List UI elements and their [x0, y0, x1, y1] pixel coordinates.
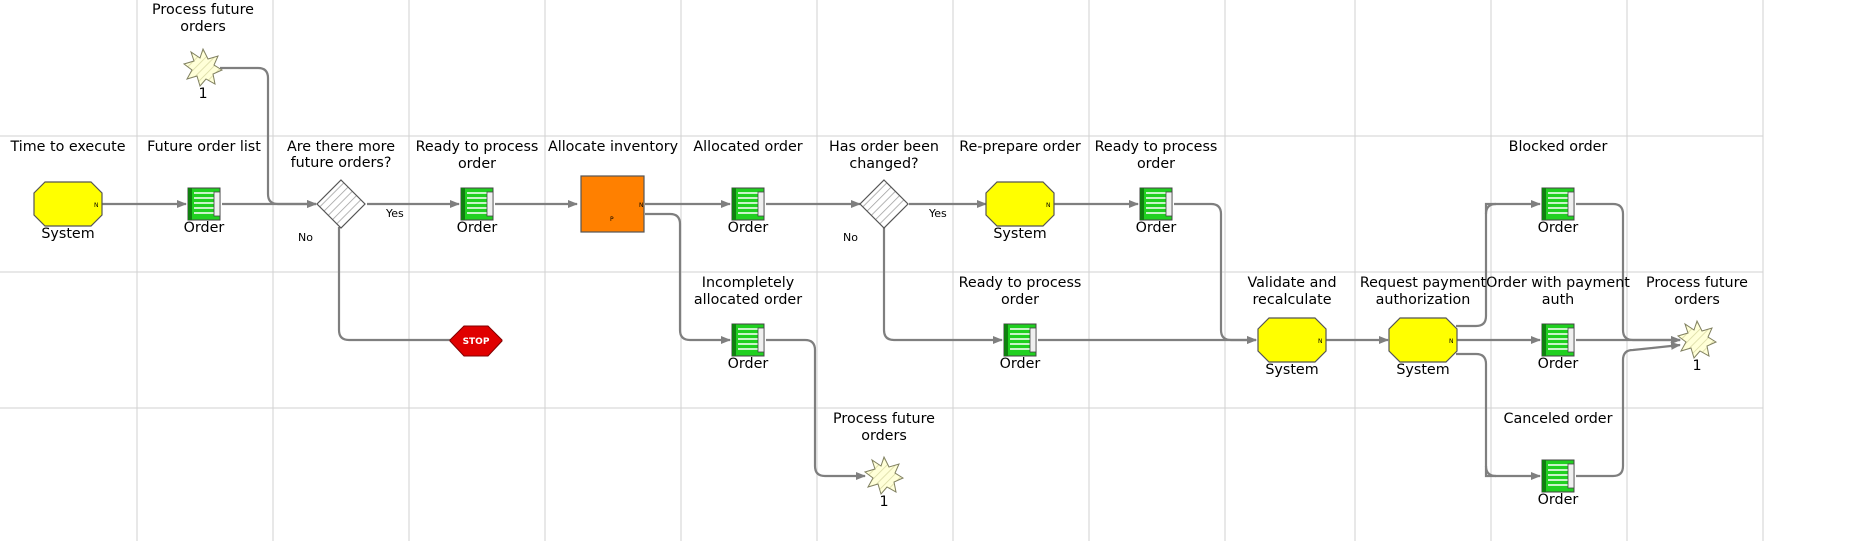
document-icon — [1541, 187, 1575, 221]
task-title: Re-prepare order — [959, 139, 1081, 155]
performer-label: System — [41, 226, 94, 242]
stop-event[interactable]: STOP — [449, 325, 503, 357]
document-icon — [1139, 187, 1173, 221]
task-marker: N — [1046, 202, 1051, 209]
doc-type: Order — [1538, 492, 1579, 508]
process-box-icon — [580, 175, 645, 233]
performer-label: System — [993, 226, 1046, 242]
yes-label: Yes — [928, 207, 947, 220]
document-icon — [460, 187, 494, 221]
doc-type: Order — [457, 220, 498, 236]
connectors — [102, 66, 1681, 480]
doc-type: Order — [184, 220, 225, 236]
doc-future-order-list[interactable]: Future order list Order — [147, 139, 261, 236]
task-marker: N — [639, 202, 644, 209]
performer-label: System — [1396, 362, 1449, 378]
doc-title: Future order list — [147, 139, 261, 155]
doc-type: Order — [1538, 220, 1579, 236]
document-icon — [1003, 323, 1037, 357]
event-number: 1 — [198, 86, 207, 102]
task-allocate-inventory[interactable]: Allocate inventory P N — [548, 139, 679, 233]
doc-title: Canceled order — [1504, 411, 1613, 427]
doc-canceled-order[interactable]: Canceled order Order — [1504, 411, 1613, 508]
document-icon — [731, 323, 765, 357]
star-event-icon — [1677, 320, 1717, 359]
doc-type: Order — [1136, 220, 1177, 236]
task-re-prepare-order[interactable]: Re-prepare order N System — [959, 139, 1081, 242]
task-title: Allocate inventory — [548, 139, 679, 155]
doc-type: Order — [1538, 356, 1579, 372]
star-event-icon — [864, 456, 904, 495]
no-label: No — [843, 231, 858, 244]
task-time-to-execute[interactable]: Time to execute N System — [9, 139, 125, 242]
task-marker: N — [94, 202, 99, 209]
grid — [0, 0, 1764, 541]
gateway-diamond-icon — [859, 179, 909, 229]
yes-label: Yes — [385, 207, 404, 220]
document-icon — [1541, 459, 1575, 493]
octagon-task-icon — [1257, 317, 1327, 363]
doc-type: Order — [728, 356, 769, 372]
document-icon — [187, 187, 221, 221]
stop-sign-icon — [449, 325, 503, 357]
star-event-icon — [183, 48, 223, 87]
performer-label: System — [1265, 362, 1318, 378]
doc-title: Allocated order — [693, 139, 802, 155]
octagon-task-icon — [985, 181, 1055, 227]
document-icon — [1541, 323, 1575, 357]
gateway-diamond-icon — [316, 179, 366, 229]
no-label: No — [298, 231, 313, 244]
doc-allocated-order[interactable]: Allocated order Order — [693, 139, 802, 236]
doc-blocked-order[interactable]: Blocked order Order — [1509, 139, 1608, 236]
task-title: Time to execute — [9, 139, 125, 155]
octagon-task-icon — [33, 181, 103, 227]
task-marker: N — [1318, 338, 1323, 345]
event-number: 1 — [1692, 358, 1701, 374]
event-number: 1 — [879, 494, 888, 510]
task-marker: N — [1449, 338, 1454, 345]
octagon-task-icon — [1388, 317, 1458, 363]
stop-label: STOP — [463, 337, 490, 347]
task-marker: P — [610, 216, 614, 223]
doc-title: Blocked order — [1509, 139, 1608, 155]
doc-type: Order — [1000, 356, 1041, 372]
doc-type: Order — [728, 220, 769, 236]
document-icon — [731, 187, 765, 221]
